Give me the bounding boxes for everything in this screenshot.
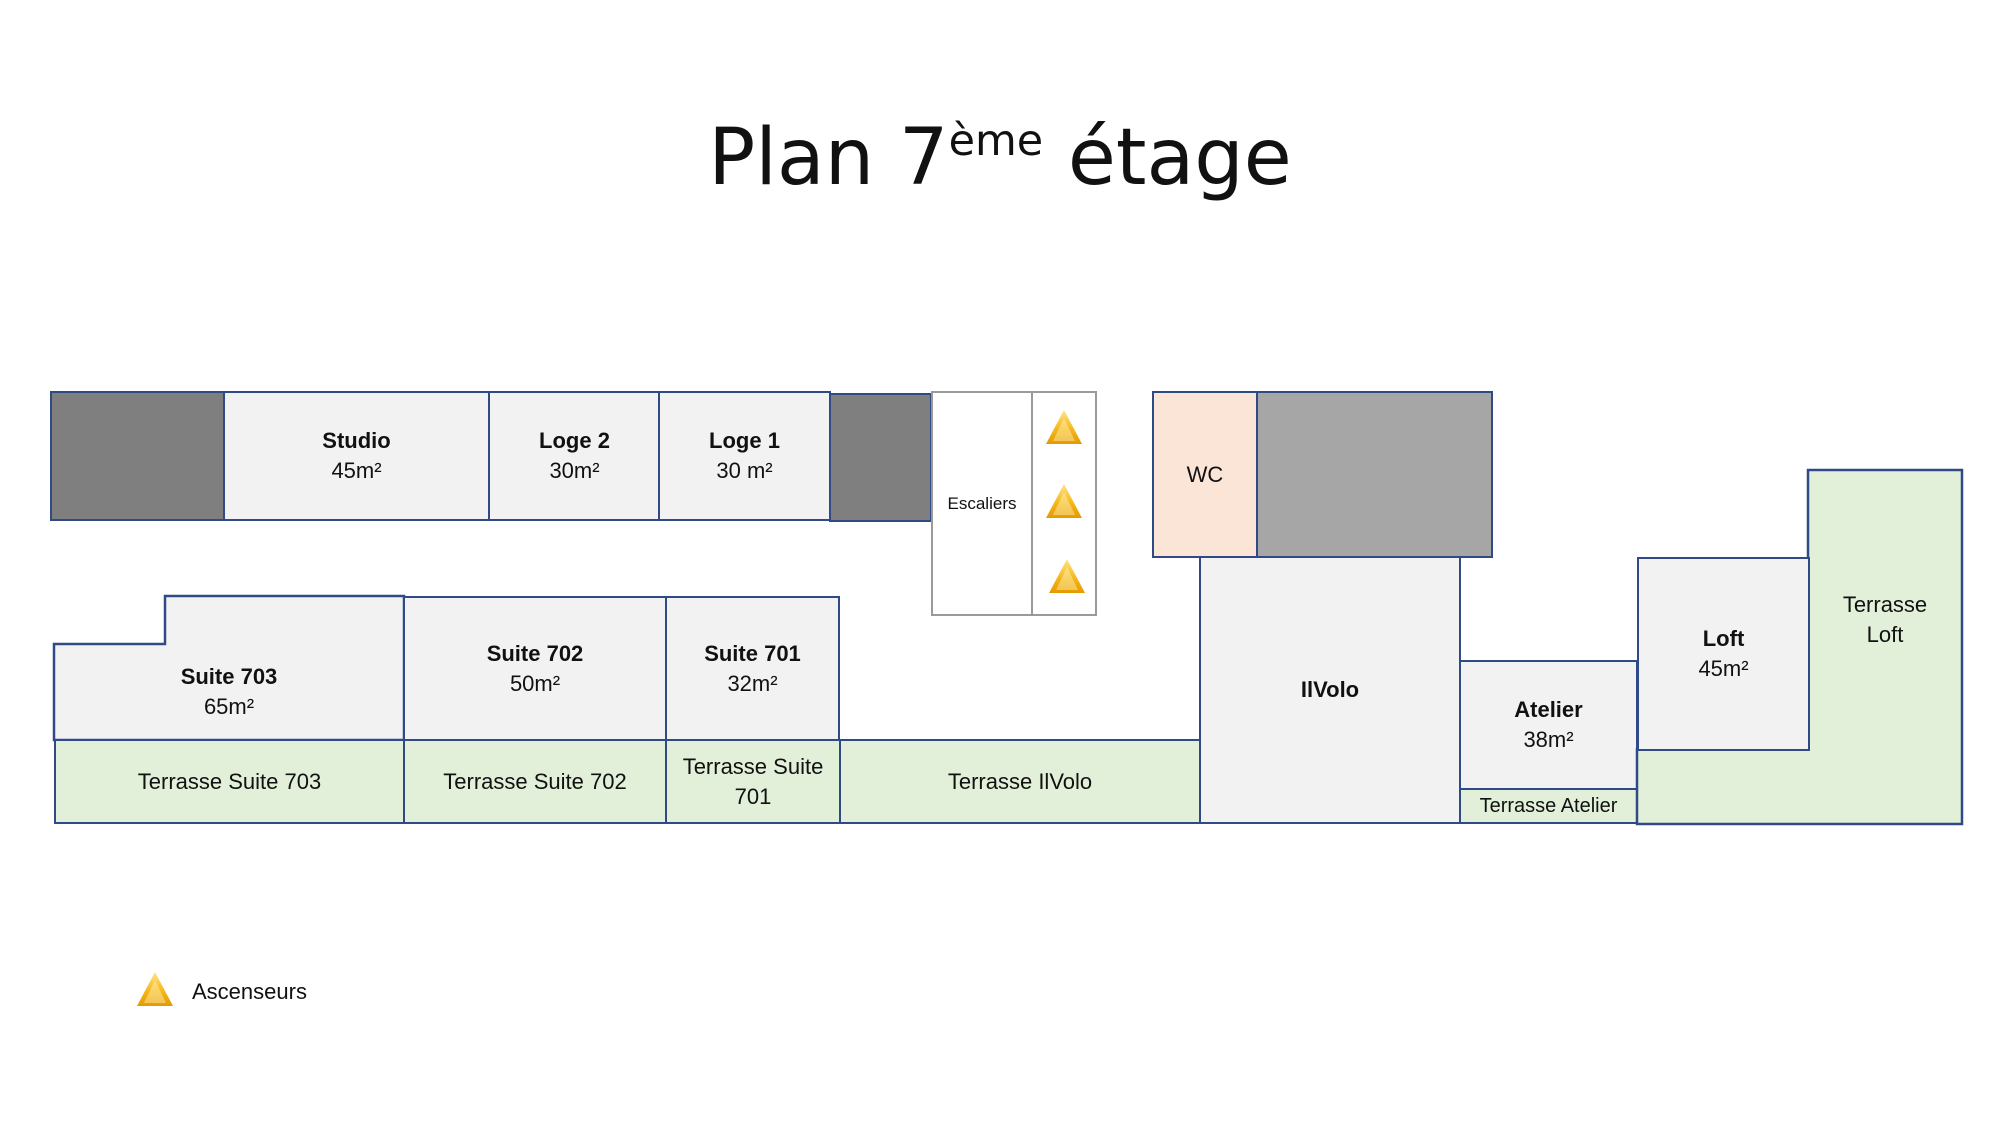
terrace-atelier: Terrasse Atelier <box>1459 788 1638 824</box>
service-block-right <box>1256 391 1493 558</box>
room-area: 65m² <box>203 694 255 719</box>
elevator-triangle-icon <box>1046 410 1082 444</box>
room-name: Loge 2 <box>539 428 610 453</box>
elevator-triangle-icon <box>137 972 173 1006</box>
room-loft: Loft 45m² <box>1637 557 1810 751</box>
room-wc: WC <box>1152 391 1258 558</box>
room-name: Atelier <box>1514 697 1583 722</box>
room-suite-702: Suite 702 50m² <box>403 596 667 742</box>
room-name: IlVolo <box>1300 677 1360 702</box>
terrace-ilvolo: Terrasse IlVolo <box>839 739 1201 824</box>
terrace-label-line-2: 701 <box>734 783 772 809</box>
terrace-label-line-2: Loft <box>1866 622 1904 647</box>
room-name: Suite 702 <box>486 641 584 666</box>
room-name: Loge 1 <box>709 428 780 453</box>
stairs-label: Escaliers <box>947 493 1017 513</box>
room-name: Suite 703 <box>180 664 278 689</box>
terrace-label-line-1: Terrasse <box>1842 592 1928 617</box>
stairs: Escaliers <box>931 391 1033 616</box>
room-suite-703: Suite 703 65m² <box>54 644 404 740</box>
service-block-left <box>50 391 225 521</box>
room-name: Suite 701 <box>704 641 801 666</box>
room-area: 32m² <box>727 671 778 696</box>
room-loge-1: Loge 1 30 m² <box>658 391 831 521</box>
room-area: 45m² <box>331 458 382 483</box>
terrace-loft: Terrasse Loft <box>1808 590 1962 710</box>
terrace-label-line-1: Terrasse Suite <box>682 753 824 779</box>
terrace-suite-702: Terrasse Suite 702 <box>403 739 667 824</box>
terrace-label: Terrasse Suite 702 <box>443 768 627 794</box>
page-title: Plan 7ème étage <box>708 113 1292 203</box>
room-area: 30 m² <box>716 458 773 483</box>
room-area: 30m² <box>549 458 600 483</box>
elevator-triangle-icon <box>1046 484 1082 518</box>
elevator-triangle-icon <box>1049 559 1085 593</box>
terrace-label: Terrasse Suite 703 <box>137 768 322 794</box>
room-loge-2: Loge 2 30m² <box>488 391 661 521</box>
room-ilvolo: IlVolo <box>1199 556 1461 824</box>
terrace-label: Terrasse IlVolo <box>947 768 1093 794</box>
room-area: 50m² <box>509 671 561 696</box>
room-name: Loft <box>1702 626 1745 651</box>
room-atelier: Atelier 38m² <box>1459 660 1638 790</box>
room-name: WC <box>1186 461 1224 487</box>
room-suite-701: Suite 701 32m² <box>665 596 840 742</box>
room-area: 45m² <box>1698 656 1749 681</box>
service-block-center <box>829 393 932 522</box>
terrace-suite-703: Terrasse Suite 703 <box>54 739 405 824</box>
terrace-suite-701: Terrasse Suite 701 <box>665 739 841 824</box>
room-studio: Studio 45m² <box>223 391 490 521</box>
legend-elevators-label: Ascenseurs <box>192 979 307 1004</box>
room-area: 38m² <box>1523 727 1574 752</box>
room-name: Studio <box>322 428 391 453</box>
terrace-label: Terrasse Atelier <box>1479 795 1618 817</box>
